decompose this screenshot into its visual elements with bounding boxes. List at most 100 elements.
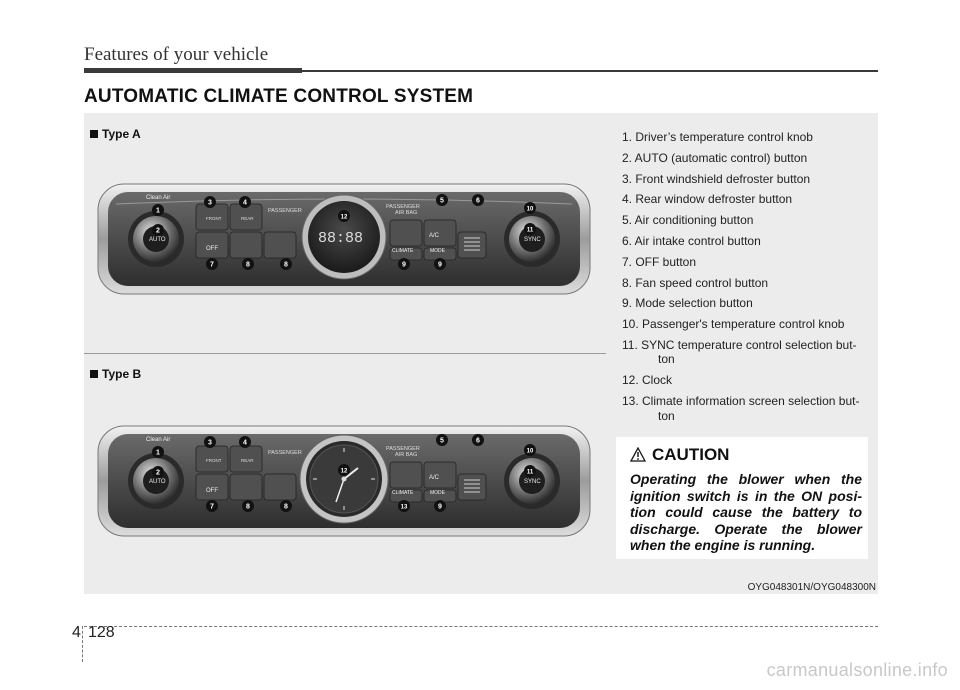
legend-item: 10. Passenger's temperature control knob	[622, 317, 845, 332]
off-label: OFF	[206, 246, 218, 252]
page-number: 128	[88, 624, 115, 641]
callout-a-8b: 8	[280, 258, 292, 270]
analog-clock-icon	[299, 434, 389, 524]
svg-text:1: 1	[156, 208, 160, 215]
auto-label: AUTO	[149, 237, 166, 243]
airbag-label-2: AIR BAG	[395, 210, 417, 216]
legend-item: 5. Air conditioning button	[622, 213, 754, 228]
svg-text:11: 11	[527, 228, 534, 234]
front-label-b: FRONT	[206, 458, 222, 463]
type-a-label: Type A	[90, 127, 141, 141]
auto-label-b: AUTO	[149, 479, 166, 485]
svg-text:4: 4	[243, 200, 247, 207]
callout-a-9a: 9	[398, 258, 410, 270]
callout-a-1: 1	[152, 204, 164, 216]
svg-text:8: 8	[284, 262, 288, 269]
callout-a-5: 5	[436, 194, 448, 206]
mode-label: MODE	[430, 248, 446, 254]
svg-text:2: 2	[156, 470, 160, 477]
mode-label-b: MODE	[430, 490, 446, 496]
airbag-label-1: PASSENGER	[386, 204, 420, 210]
svg-text:8: 8	[284, 504, 288, 511]
svg-text:8: 8	[246, 504, 250, 511]
svg-text:6: 6	[476, 438, 480, 445]
callout-b-3: 3	[204, 436, 216, 448]
callout-b-4: 4	[239, 436, 251, 448]
callout-b-10: 10	[524, 444, 536, 456]
clean-air-label-b: Clean Air	[146, 437, 170, 443]
callout-b-6: 6	[472, 434, 484, 446]
callout-b-5: 5	[436, 434, 448, 446]
svg-text:10: 10	[527, 207, 534, 213]
sync-label: SYNC	[524, 237, 541, 243]
callout-b-2: 2	[152, 466, 164, 478]
svg-text:8: 8	[246, 262, 250, 269]
svg-text:6: 6	[476, 198, 480, 205]
footer-rule	[84, 626, 878, 627]
svg-text:7: 7	[210, 262, 214, 269]
airbag-label-1-b: PASSENGER	[386, 446, 420, 452]
figure-code: OYG048301N/OYG048300N	[747, 582, 876, 593]
passenger-label: PASSENGER	[268, 208, 302, 214]
svg-text:4: 4	[243, 440, 247, 447]
climate-label: CLIMATE	[392, 248, 414, 254]
legend-item: 13. Climate information screen selection…	[622, 394, 860, 423]
legend-item: 7. OFF button	[622, 254, 697, 269]
climate-label-b: CLIMATE	[392, 490, 414, 496]
callout-a-12: 12	[338, 210, 350, 222]
svg-text:12: 12	[341, 215, 348, 221]
type-b-label: Type B	[90, 367, 141, 381]
svg-text:12: 12	[341, 469, 348, 475]
legend-item: 11. SYNC temperature control selection b…	[622, 337, 857, 367]
svg-text:9: 9	[438, 262, 442, 269]
callout-a-9b: 9	[434, 258, 446, 270]
svg-text:11: 11	[527, 470, 534, 476]
off-label-b: OFF	[206, 488, 218, 494]
svg-text:1: 1	[156, 450, 160, 457]
legend-item: 2. AUTO (automatic control) button	[622, 150, 808, 165]
figure-divider	[84, 353, 606, 354]
svg-text:7: 7	[210, 504, 214, 511]
callout-a-8a: 8	[242, 258, 254, 270]
callout-a-2: 2	[152, 224, 164, 236]
svg-text:9: 9	[402, 262, 406, 269]
callout-b-13: 13	[398, 500, 410, 512]
legend-item: 6. Air intake control button	[622, 233, 761, 248]
sync-label-b: SYNC	[524, 479, 541, 485]
callout-b-9: 9	[434, 500, 446, 512]
caution-box: CAUTION Operating the blower when the ig…	[616, 437, 868, 559]
caution-text: Operating the blower when the ignition s…	[630, 471, 862, 553]
legend-item: 8. Fan speed control button	[622, 275, 769, 290]
ac-label: A/C	[429, 233, 440, 239]
svg-text:13: 13	[401, 505, 408, 511]
legend-item: 9. Mode selection button	[622, 296, 753, 311]
chapter-number: 4	[72, 624, 81, 641]
section-title: AUTOMATIC CLIMATE CONTROL SYSTEM	[84, 86, 474, 107]
header-rule-thick	[84, 68, 302, 73]
svg-text:3: 3	[208, 440, 212, 447]
watermark: carmanualsonline.info	[766, 660, 948, 680]
front-label: FRONT	[206, 216, 222, 221]
svg-text:10: 10	[527, 449, 534, 455]
rear-label-b: REAR	[241, 458, 254, 463]
legend-list: 1. Driver’s temperature control knob 2. …	[622, 130, 868, 429]
svg-text:5: 5	[440, 438, 444, 445]
legend-item: 3. Front windshield defroster button	[622, 171, 811, 186]
rear-label: REAR	[241, 216, 254, 221]
callout-a-7: 7	[206, 258, 218, 270]
callout-a-6: 6	[472, 194, 484, 206]
footer-vertical-rule	[82, 626, 83, 662]
callout-b-8b: 8	[280, 500, 292, 512]
callout-a-4: 4	[239, 196, 251, 208]
callout-b-11: 11	[524, 465, 536, 477]
callout-b-7: 7	[206, 500, 218, 512]
header-rule-thin	[302, 70, 878, 72]
svg-text:2: 2	[156, 228, 160, 235]
clean-air-label: Clean Air	[146, 195, 170, 201]
callout-b-8a: 8	[242, 500, 254, 512]
climate-panel-type-a: Clean Air PASSENGER PASSENGER AIR BAG FR…	[97, 183, 591, 295]
legend-item: 1. Driver’s temperature control knob	[622, 130, 813, 144]
callout-a-3: 3	[204, 196, 216, 208]
svg-text:3: 3	[208, 200, 212, 207]
legend-item: 4. Rear window defroster button	[622, 192, 793, 207]
